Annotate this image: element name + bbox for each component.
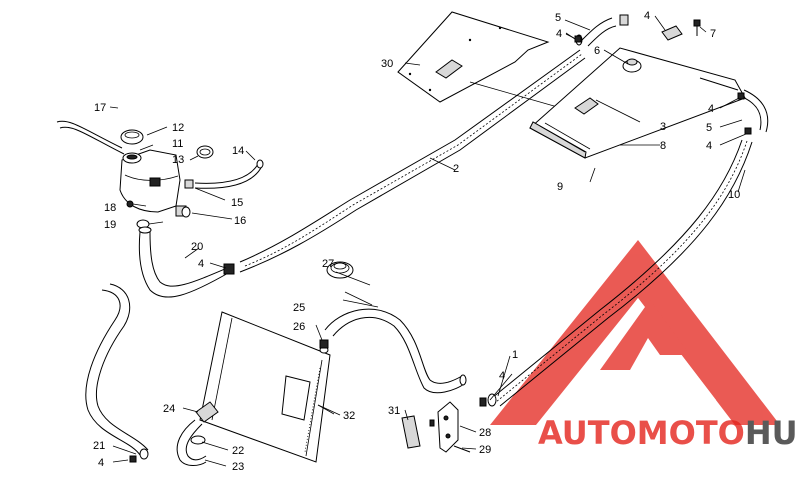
label-5-top: 5 xyxy=(555,12,561,24)
part-21-lower-hose xyxy=(85,283,149,463)
label-4-bottom: 4 xyxy=(98,457,104,469)
label-4-top: 4 xyxy=(556,28,562,40)
part-28-bracket xyxy=(437,401,459,453)
label-4-mid: 4 xyxy=(499,370,505,382)
label-14: 14 xyxy=(232,145,244,157)
label-25: 25 xyxy=(293,302,305,314)
label-5-right: 5 xyxy=(706,122,712,134)
part-5-right-hose-elbow xyxy=(737,89,769,135)
part-labels: 17 12 11 13 14 15 16 18 19 20 4 2 30 5 4… xyxy=(93,10,740,473)
label-18: 18 xyxy=(104,202,116,214)
label-10: 10 xyxy=(728,189,740,201)
label-2: 2 xyxy=(453,163,459,175)
label-4-left: 4 xyxy=(198,258,204,270)
part-24-fitting xyxy=(195,401,219,423)
label-19: 19 xyxy=(104,219,116,231)
part-3-heat-exchanger xyxy=(529,47,746,183)
part-2-upper-hose xyxy=(239,49,586,273)
part-12-tank-cap xyxy=(120,129,144,145)
label-4-right: 4 xyxy=(708,103,714,115)
part-20-hose xyxy=(138,226,235,298)
part-7-bolt xyxy=(693,19,701,36)
label-16: 16 xyxy=(234,215,246,227)
watermark-text-moto: MOTO xyxy=(637,414,745,452)
label-4-bracket: 4 xyxy=(644,10,650,22)
label-26: 26 xyxy=(293,321,305,333)
part-4-top-clamp xyxy=(565,14,629,43)
watermark-logo xyxy=(490,240,780,425)
label-15: 15 xyxy=(231,197,243,209)
label-7: 7 xyxy=(710,28,716,40)
label-23: 23 xyxy=(232,461,244,473)
part-31-pad xyxy=(401,415,421,449)
part-23-elbow-hose xyxy=(176,419,207,466)
part-13-clamp xyxy=(196,145,214,159)
label-12: 12 xyxy=(172,122,184,134)
label-8: 8 xyxy=(660,140,666,152)
part-6-cap xyxy=(622,58,642,73)
label-24: 24 xyxy=(163,403,175,415)
label-20: 20 xyxy=(191,241,203,253)
leader-lines xyxy=(109,15,747,467)
label-31: 31 xyxy=(388,405,400,417)
label-29: 29 xyxy=(479,444,491,456)
watermark-triangle xyxy=(490,240,780,425)
label-21: 21 xyxy=(93,440,105,452)
label-9: 9 xyxy=(557,181,563,193)
part-4-bracket xyxy=(661,25,683,41)
watermark-text-auto: AUTO xyxy=(538,414,637,452)
part-14-hose xyxy=(194,159,264,189)
label-11: 11 xyxy=(172,138,183,150)
part-18-screw xyxy=(126,200,134,208)
watermark-text: AUTOMOTOHUB xyxy=(538,414,800,452)
label-22: 22 xyxy=(232,445,244,457)
part-26-clamp xyxy=(319,339,329,349)
label-30: 30 xyxy=(381,58,393,70)
part-10-right-hose xyxy=(491,139,753,407)
part-15-fitting xyxy=(149,177,194,189)
part-22-clamp xyxy=(190,435,206,445)
label-28: 28 xyxy=(479,427,491,439)
label-17: 17 xyxy=(94,102,106,114)
part-1-hose-end xyxy=(479,393,497,407)
part-16-fitting xyxy=(175,205,191,218)
part-27-clamp xyxy=(326,261,354,279)
part-17-overflow-hose xyxy=(56,120,125,155)
label-3: 3 xyxy=(660,121,666,133)
watermark-text-hub: HUB xyxy=(745,414,800,452)
label-27: 27 xyxy=(322,258,334,270)
watermark-g-mark xyxy=(600,300,690,370)
label-1: 1 xyxy=(512,349,518,361)
label-6: 6 xyxy=(594,45,600,57)
part-5-top-hose-elbow xyxy=(575,17,617,47)
part-25-hose xyxy=(324,291,467,394)
part-32-radiator xyxy=(199,311,335,463)
label-13: 13 xyxy=(172,154,184,166)
part-30-shield-plate xyxy=(397,11,576,113)
part-29-screw xyxy=(429,419,471,453)
label-32: 32 xyxy=(343,410,355,422)
label-4-right-lower: 4 xyxy=(706,140,712,152)
